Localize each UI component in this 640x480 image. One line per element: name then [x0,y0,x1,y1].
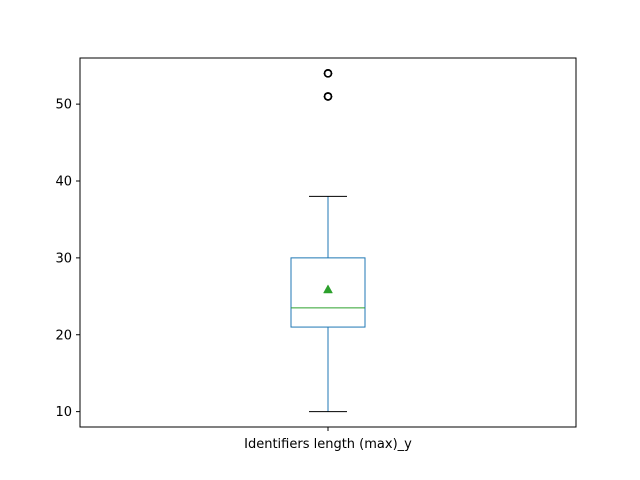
mean-marker [323,284,333,294]
outlier-point [323,69,333,78]
x-tick-label: Identifiers length (max)_y [244,437,412,452]
outlier-point [323,92,333,101]
iqr-box [290,257,366,328]
y-tick-label: 20 [55,328,72,343]
y-tick-label: 50 [55,98,72,113]
y-tick-label: 10 [55,405,72,420]
y-tick-label: 40 [55,175,72,190]
y-tick-label: 30 [55,251,72,266]
